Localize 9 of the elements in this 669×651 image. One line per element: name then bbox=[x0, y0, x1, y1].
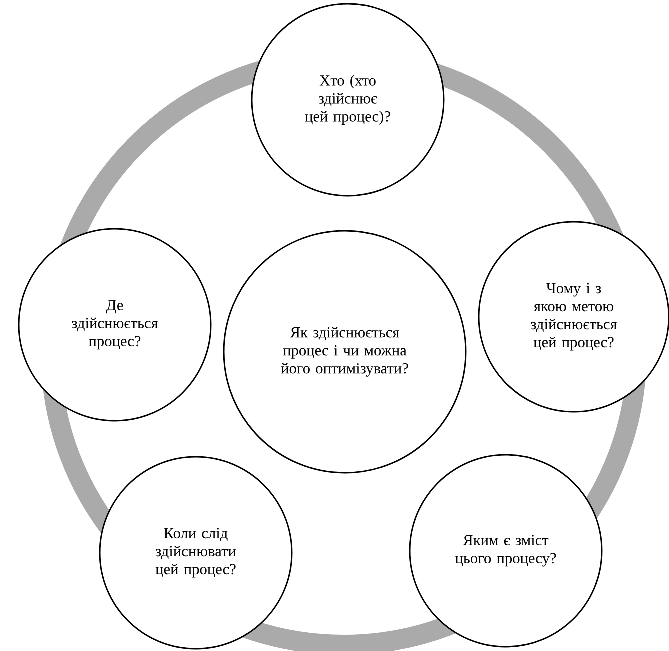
circle-node: Чому і з якою метою здійснюється цей процес? bbox=[478, 221, 669, 413]
node-label: Яким є зміст цього процесу? bbox=[455, 535, 556, 567]
circle-node: Як здійснюється процес і чи можна його оптимізувати? bbox=[223, 230, 467, 474]
node-label: Коли слід здійснювати цей процес? bbox=[156, 528, 236, 578]
circle-node: Яким є зміст цього процесу? bbox=[409, 454, 603, 648]
node-label: Чому і з якою метою здійснюється цей процес? bbox=[531, 283, 618, 351]
circle-node: Хто (хто здійснює цей процес)? bbox=[251, 3, 445, 197]
circle-node: Де здійснюється процес? bbox=[18, 228, 212, 422]
circle-node: Коли слід здійснювати цей процес? bbox=[99, 456, 293, 650]
